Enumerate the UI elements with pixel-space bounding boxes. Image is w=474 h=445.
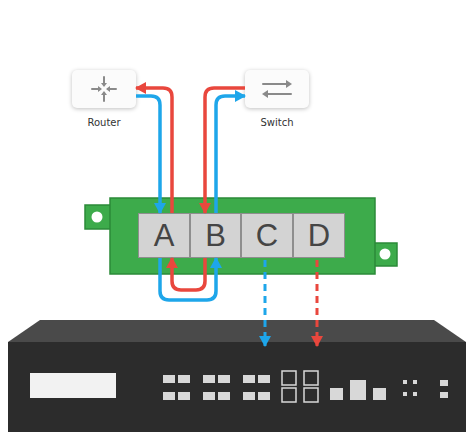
port-label: C <box>256 220 278 251</box>
mgmt-ports <box>330 380 386 400</box>
traffic-link <box>160 258 216 300</box>
sfp-ports <box>282 371 318 402</box>
mount-hole <box>92 212 103 223</box>
traffic-link <box>172 258 205 290</box>
board-body <box>110 198 375 274</box>
appliance-front <box>8 342 466 432</box>
port-label: A <box>154 220 175 251</box>
router-glyph <box>92 77 116 101</box>
port-label: B <box>205 220 226 251</box>
status-leds <box>403 380 448 398</box>
tap-port: B <box>190 213 241 258</box>
traffic-link <box>205 88 245 213</box>
tap-board <box>85 198 397 274</box>
router-symbol <box>72 70 136 108</box>
port-array <box>163 375 270 400</box>
device-label: Router <box>42 117 166 128</box>
device-label: Switch <box>215 117 339 128</box>
switch-glyph <box>262 80 292 98</box>
monitoring-appliance <box>8 320 466 432</box>
router-icon: Router <box>72 70 136 108</box>
switch-icon: Switch <box>245 70 309 108</box>
tap-port: D <box>293 213 345 258</box>
tap-port: C <box>241 213 293 258</box>
mount-hole <box>380 249 391 260</box>
tap-port: A <box>138 213 190 258</box>
port-label: D <box>308 220 330 251</box>
traffic-link <box>136 88 172 213</box>
monitor-feed <box>316 260 319 346</box>
traffic-link <box>216 96 245 213</box>
switch-symbol <box>245 70 309 108</box>
appliance-top <box>8 320 466 342</box>
display-panel <box>30 373 116 398</box>
traffic-link <box>136 96 160 213</box>
monitor-feed <box>264 260 267 346</box>
